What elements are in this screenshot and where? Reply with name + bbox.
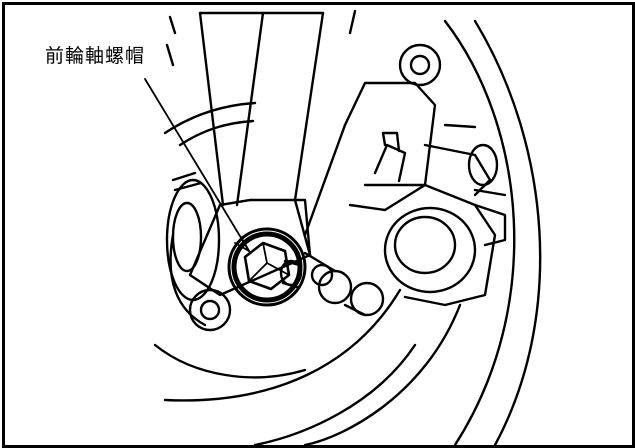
callout-label-axle-nut: 前輪軸螺帽	[45, 45, 146, 67]
fork-leg	[165, 9, 357, 297]
tire-arcs	[153, 19, 542, 445]
brake-caliper	[303, 43, 507, 317]
hub	[165, 171, 232, 332]
front-wheel-axle-illustration	[144, 9, 542, 445]
callout-leader-line	[144, 78, 250, 252]
axle-nut	[227, 227, 307, 307]
